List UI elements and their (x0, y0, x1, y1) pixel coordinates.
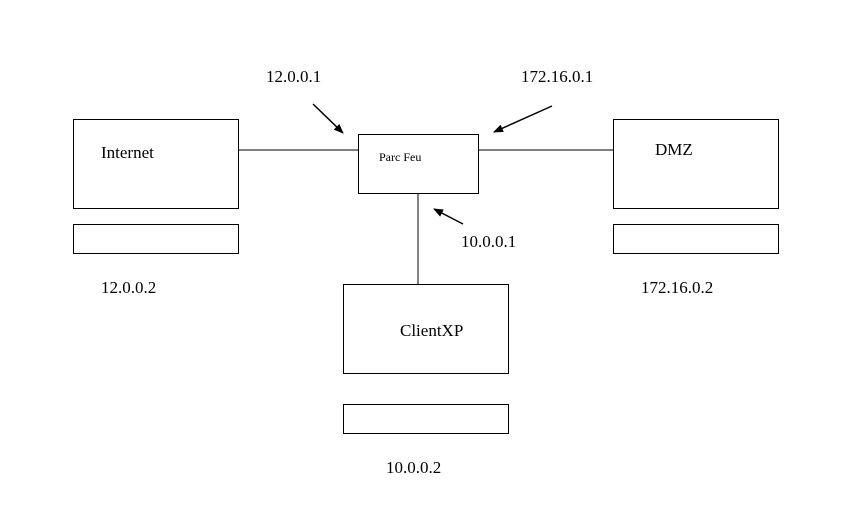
internet-node (73, 119, 239, 209)
internet-interface-ip-label: 12.0.0.1 (266, 67, 322, 86)
dmz-node (613, 119, 779, 209)
client-interface-ip-label: 10.0.0.1 (461, 232, 517, 251)
dmz-node-label: DMZ (655, 140, 693, 159)
internet-ip-label: 12.0.0.2 (101, 278, 157, 297)
client-node (343, 284, 509, 374)
client-node-label: ClientXP (400, 321, 464, 340)
client-ip-label: 10.0.0.2 (386, 458, 442, 477)
dmz-node-base (613, 224, 779, 254)
arrow-internet-interface (312, 103, 344, 134)
arrow-client-interface (433, 208, 464, 225)
firewall-node-label: Parc Feu (379, 150, 422, 164)
dmz-ip-label: 172.16.0.2 (641, 278, 714, 297)
internet-node-label: Internet (101, 143, 154, 162)
dmz-interface-ip-label: 172.16.0.1 (521, 67, 594, 86)
firewall-node (358, 134, 479, 194)
arrow-dmz-interface (493, 105, 553, 133)
internet-node-base (73, 224, 239, 254)
client-node-base (343, 404, 509, 434)
